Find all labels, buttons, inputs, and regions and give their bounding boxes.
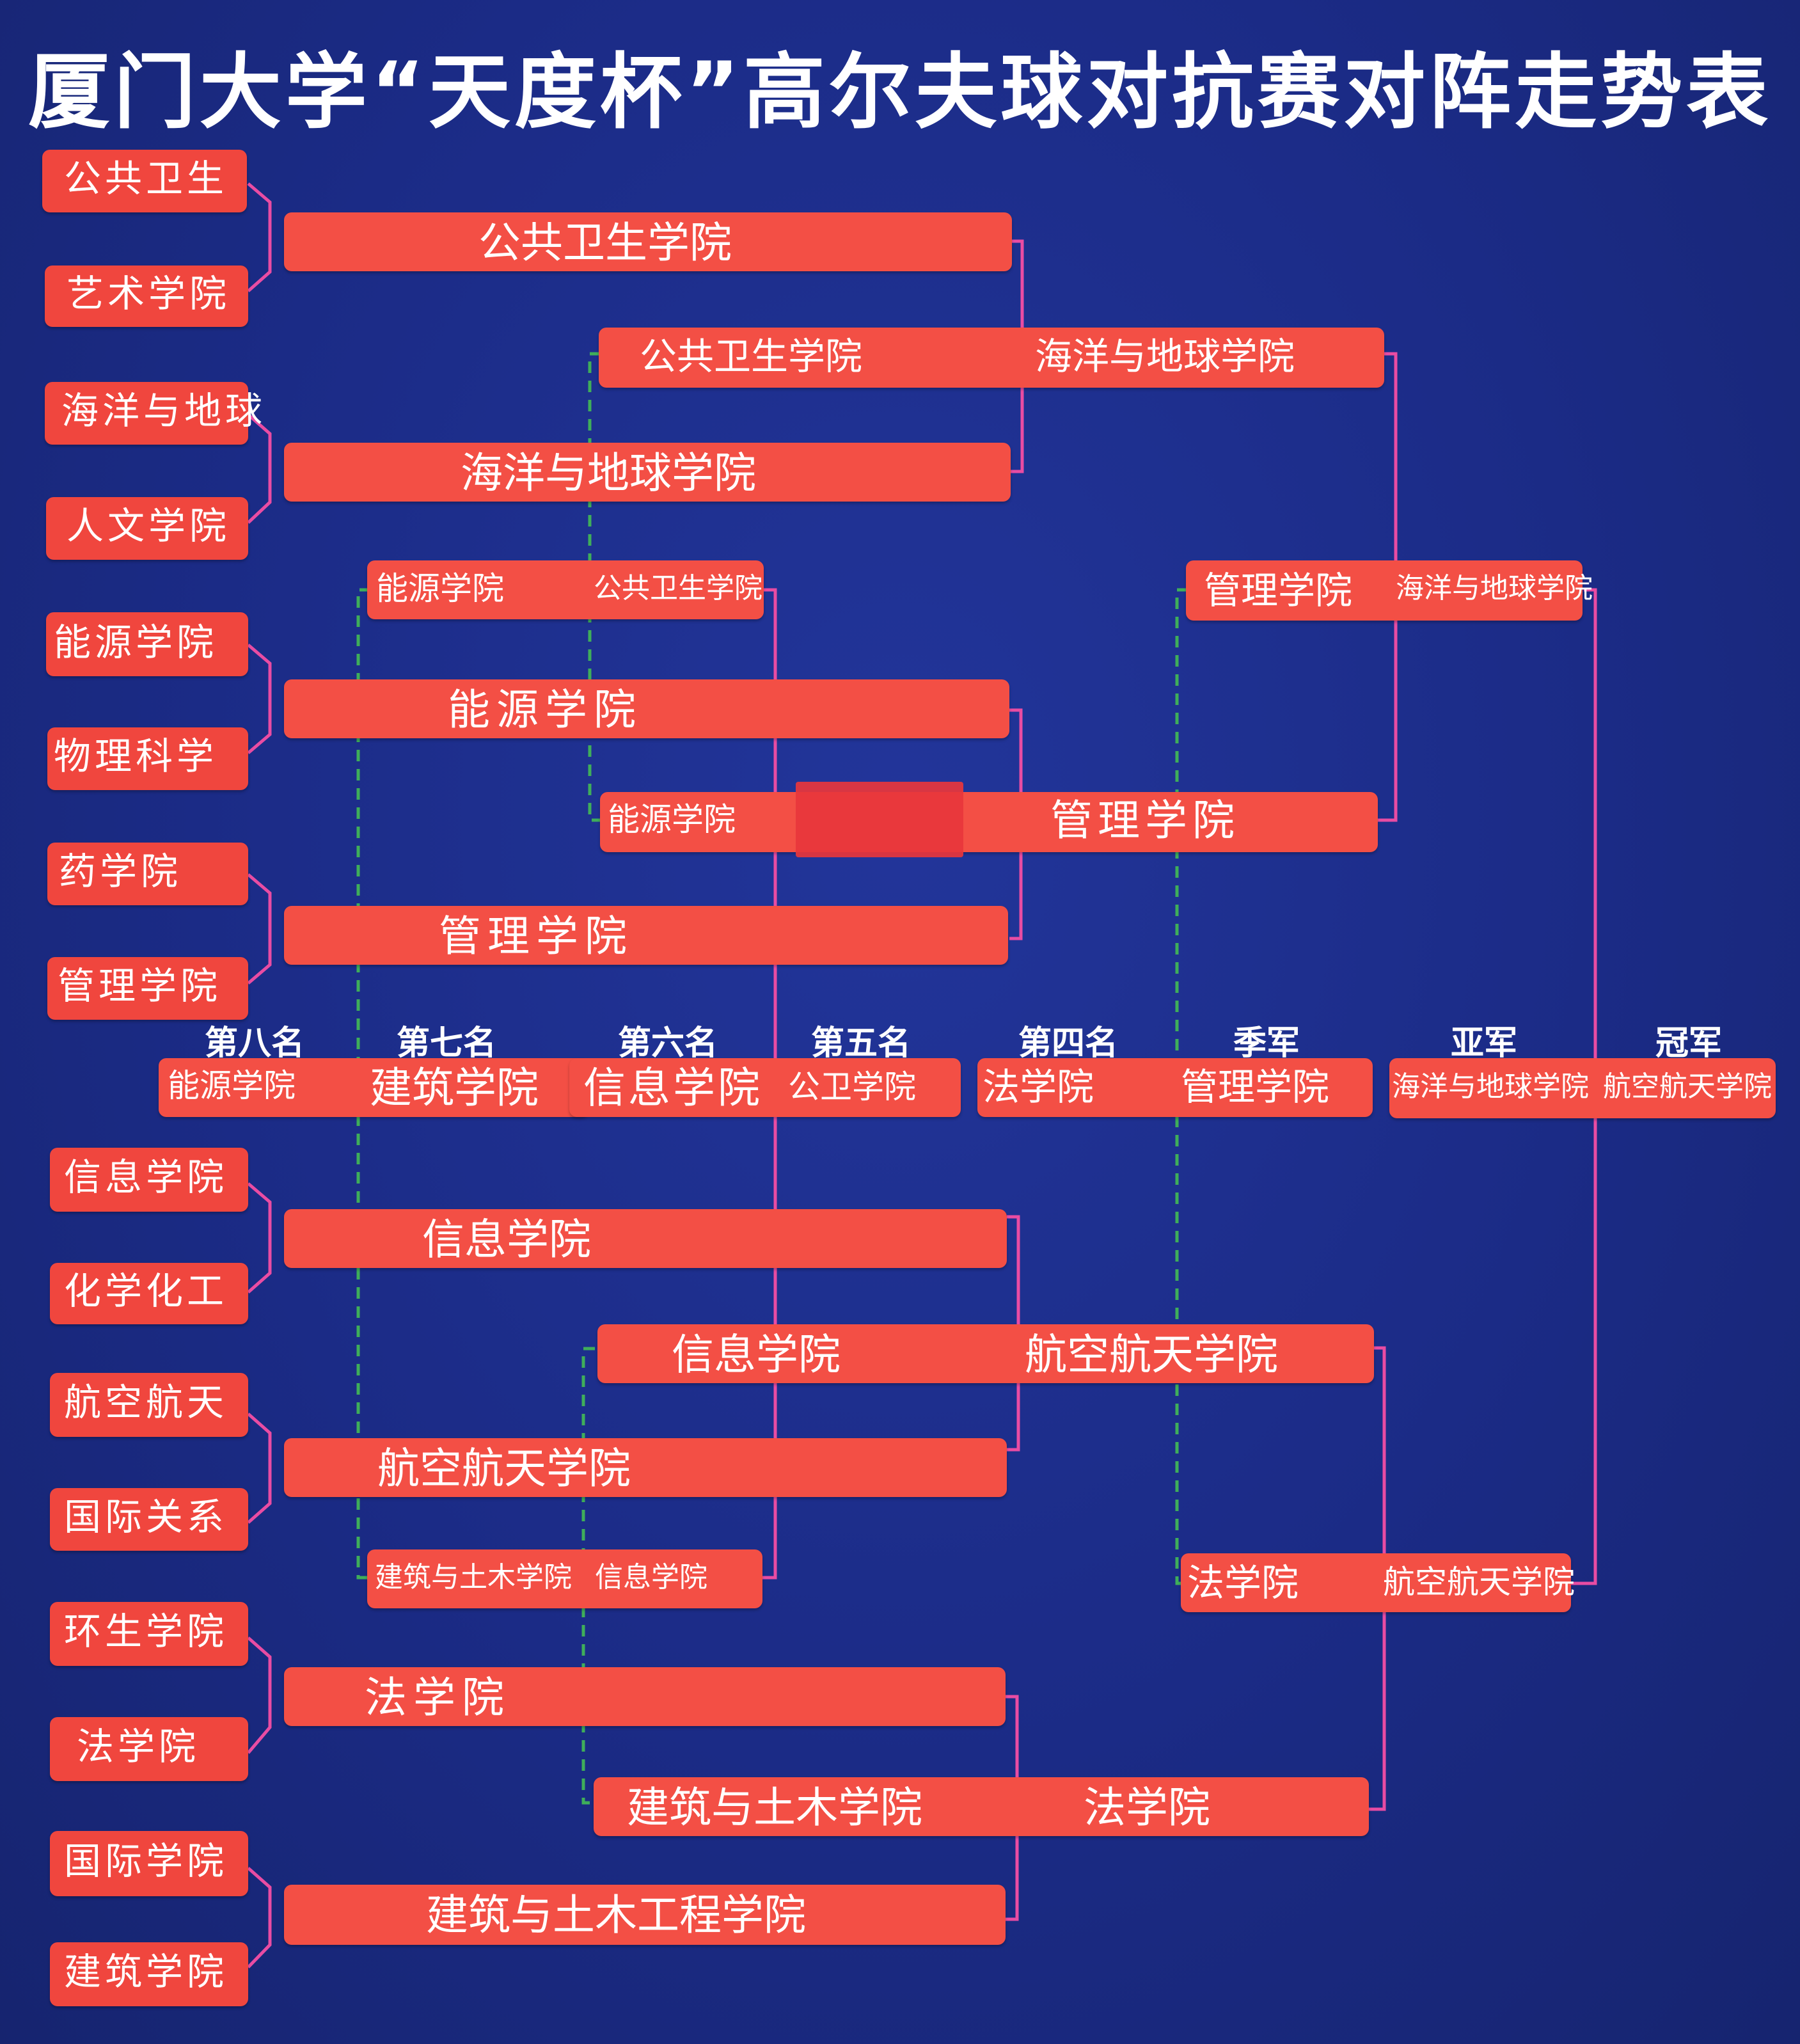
round1-box (45, 265, 248, 327)
round2-box (284, 1885, 1006, 1945)
round1-team: 药学院 (59, 850, 182, 893)
round3-box (594, 1777, 1369, 1836)
round1-box (46, 497, 248, 560)
ranking-box-3-4 (977, 1058, 1373, 1117)
round1-box (50, 1831, 248, 1896)
semifinal-right-team: 航空航天学院 (1383, 1564, 1575, 1601)
round2-team: 信息学院 (422, 1215, 591, 1264)
rank-value-2nd: 海洋与地球学院 (1392, 1070, 1589, 1103)
page-title: 厦门大学“天度杯”高尔夫球对抗赛对阵走势表 (28, 45, 1772, 140)
round1-team: 管理学院 (58, 964, 222, 1008)
round1-team: 航空航天 (64, 1381, 228, 1424)
rank-value-1st: 航空航天学院 (1603, 1070, 1772, 1103)
tape-patch (796, 782, 963, 857)
rank-value-3rd: 管理学院 (1181, 1065, 1330, 1109)
consolation-left-team: 能源学院 (376, 570, 504, 607)
round2-team: 管理学院 (439, 912, 633, 961)
round2-box (284, 679, 1009, 738)
round2-team: 公共卫生学院 (478, 218, 732, 267)
rank-label-3rd: 季军 (1233, 1024, 1300, 1063)
round2-team: 建筑与土木工程学院 (426, 1890, 806, 1940)
rank-label-4th: 第四名 (1018, 1024, 1119, 1063)
consolation-box (367, 1549, 762, 1608)
round3-left-team: 公共卫生学院 (640, 335, 863, 378)
round2-box (284, 1438, 1007, 1497)
round1-box (50, 1717, 248, 1781)
round1-box (45, 382, 248, 445)
round1-box (47, 843, 248, 905)
round1-box (42, 150, 247, 212)
semifinal-left-team: 管理学院 (1204, 569, 1353, 612)
round3-box (597, 1324, 1374, 1383)
rank-value-7th: 建筑学院 (370, 1063, 539, 1113)
ranking-box-7-8 (159, 1058, 588, 1117)
round1-team: 海洋与地球 (61, 389, 267, 432)
semifinal-left-team: 法学院 (1187, 1561, 1299, 1604)
round3-right-team: 管理学院 (1050, 796, 1240, 845)
consolation-right-team: 信息学院 (595, 1561, 707, 1594)
round1-team: 国际关系 (64, 1495, 228, 1539)
semifinal-right-team: 海洋与地球学院 (1396, 572, 1593, 605)
round3-box (599, 328, 1384, 388)
round1-team: 艺术学院 (67, 272, 231, 315)
round1-team: 化学化工 (64, 1269, 228, 1313)
round2-box (284, 443, 1011, 502)
round3-box (600, 792, 1378, 852)
rank-value-6th: 信息学院 (583, 1063, 762, 1113)
round2-team: 海洋与地球学院 (461, 448, 756, 498)
round2-box (284, 1667, 1006, 1726)
consolation-right-team: 公共卫生学院 (594, 572, 762, 605)
round3-right-team: 海洋与地球学院 (1035, 335, 1295, 378)
round2-box (284, 1209, 1007, 1268)
semifinal-box (1186, 560, 1583, 621)
round1-team: 信息学院 (64, 1155, 228, 1199)
round1-box (47, 957, 248, 1020)
round3-left-team: 能源学院 (608, 801, 736, 838)
rank-value-5th: 公卫学院 (788, 1068, 916, 1105)
round1-team: 建筑学院 (64, 1950, 228, 1993)
round1-box (50, 1148, 248, 1212)
rank-value-4th: 法学院 (983, 1065, 1094, 1109)
round1-team: 能源学院 (54, 621, 218, 664)
round3-left-team: 建筑与土木学院 (627, 1783, 922, 1832)
semifinal-box (1181, 1553, 1571, 1612)
ranking-box-1-2 (1389, 1058, 1776, 1118)
consolation-left-team: 建筑与土木学院 (375, 1561, 572, 1594)
round1-box (50, 1373, 248, 1437)
round1-team: 人文学院 (67, 504, 231, 548)
rank-label-1st: 冠军 (1655, 1024, 1723, 1063)
round1-team: 物理科学 (54, 734, 218, 778)
round1-team: 公共卫生 (64, 157, 228, 200)
consolation-box (367, 560, 764, 619)
ranking-box-5-6 (569, 1058, 961, 1117)
round1-team: 法学院 (77, 1725, 200, 1768)
round1-box (50, 1942, 248, 2006)
round2-team: 航空航天学院 (377, 1444, 631, 1493)
round1-team: 国际学院 (64, 1839, 228, 1883)
rank-label-8th: 第八名 (205, 1024, 305, 1063)
round1-box (50, 1263, 248, 1324)
round3-right-team: 航空航天学院 (1025, 1330, 1278, 1379)
round1-box (46, 612, 248, 676)
round1-team: 环生学院 (64, 1610, 228, 1653)
rank-label-2nd: 亚军 (1451, 1024, 1518, 1063)
rank-label-5th: 第五名 (811, 1024, 912, 1063)
round2-box (284, 906, 1008, 965)
rank-label-6th: 第六名 (618, 1024, 718, 1063)
round1-box (50, 1602, 248, 1666)
round1-box (50, 1488, 248, 1551)
round3-right-team: 法学院 (1084, 1783, 1210, 1832)
rank-value-8th: 能源学院 (168, 1067, 296, 1104)
round2-team: 法学院 (365, 1673, 510, 1722)
round1-box (47, 727, 248, 790)
round2-box (284, 212, 1012, 271)
round2-team: 能源学院 (448, 685, 642, 734)
rank-label-7th: 第七名 (397, 1024, 497, 1063)
round3-left-team: 信息学院 (672, 1330, 841, 1379)
